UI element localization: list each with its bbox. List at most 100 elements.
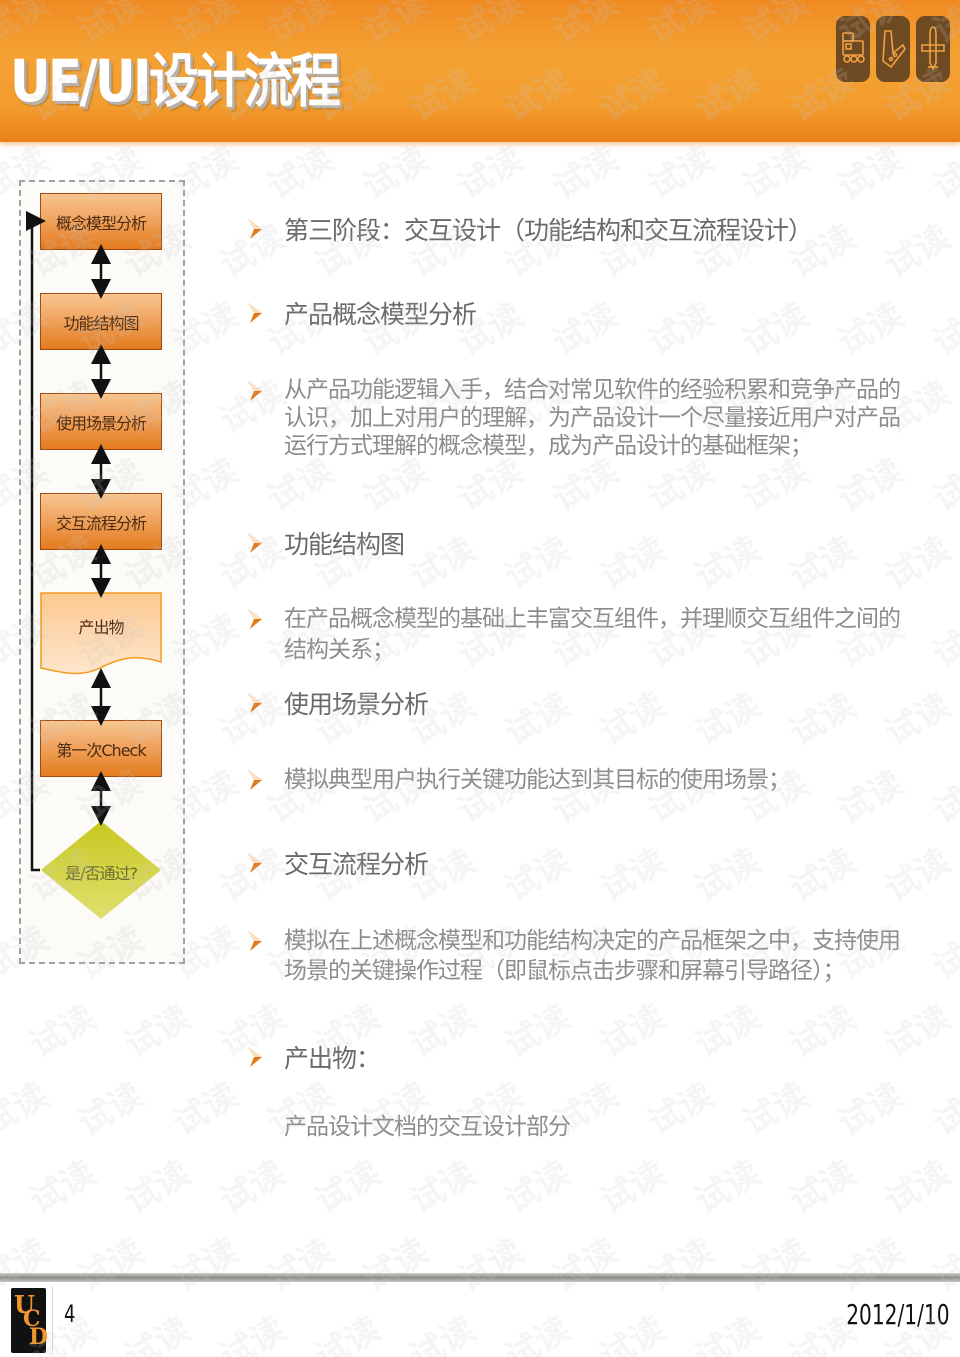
watermark-text: 试读 bbox=[403, 1153, 483, 1222]
airplane-icon bbox=[916, 16, 950, 82]
watermark-text: 试读 bbox=[308, 1153, 388, 1222]
watermark-text: 试读 bbox=[451, 1231, 531, 1300]
header-icon-group bbox=[836, 16, 950, 82]
watermark-text: 试读 bbox=[736, 139, 816, 208]
document-shape bbox=[40, 592, 162, 675]
flow-node-first-check: 第一次Check bbox=[40, 720, 162, 777]
watermark-text: 试读 bbox=[926, 919, 960, 988]
watermark-text: 试读 bbox=[261, 139, 341, 208]
arrow-bullet-icon bbox=[246, 531, 266, 557]
section-heading: 功能结构图 bbox=[284, 530, 405, 559]
watermark-text: 试读 bbox=[546, 1231, 626, 1300]
arrow-bullet-icon bbox=[246, 217, 266, 243]
watermark-text: 试读 bbox=[783, 1153, 863, 1222]
arrow-bullet-icon bbox=[246, 768, 266, 794]
watermark-text: 试读 bbox=[213, 1309, 293, 1357]
watermark-text: 试读 bbox=[641, 1075, 721, 1144]
watermark-text: 试读 bbox=[831, 139, 911, 208]
watermark-text: 试读 bbox=[0, 1075, 56, 1144]
watermark-text: 试读 bbox=[71, 1075, 151, 1144]
list-item: 使用场景分析 bbox=[246, 688, 906, 722]
arrow-bullet-icon bbox=[246, 301, 266, 327]
watermark-text: 试读 bbox=[831, 1231, 911, 1300]
watermark-text: 试读 bbox=[641, 139, 721, 208]
list-item: 第三阶段：交互设计（功能结构和交互流程设计） bbox=[246, 214, 906, 248]
list-item: 模拟在上述概念模型和功能结构决定的产品框架之中，支持使用场景的关键操作过程（即鼠… bbox=[246, 926, 906, 986]
footer-divider bbox=[0, 1273, 960, 1282]
slide-date: 2012/1/10 bbox=[846, 1298, 950, 1331]
arrow-bullet-icon bbox=[246, 851, 266, 877]
section-body: 从产品功能逻辑入手，结合对常见软件的经验积累和竞争产品的认识，加上对用户的理解，… bbox=[284, 377, 901, 459]
diamond-shape bbox=[41, 821, 161, 919]
list-item: 产出物： bbox=[246, 1042, 906, 1076]
section-body: 模拟典型用户执行关键功能达到其目标的使用场景； bbox=[284, 767, 791, 793]
stage-heading: 第三阶段：交互设计（功能结构和交互流程设计） bbox=[284, 216, 813, 245]
page-number: 4 bbox=[64, 1300, 76, 1328]
watermark-text: 试读 bbox=[736, 1075, 816, 1144]
watermark-text: 试读 bbox=[926, 295, 960, 364]
watermark-text: 试读 bbox=[118, 1153, 198, 1222]
watermark-text: 试读 bbox=[23, 1153, 103, 1222]
watermark-text: 试读 bbox=[308, 1309, 388, 1357]
flow-node-usage-scenario: 使用场景分析 bbox=[40, 393, 162, 450]
watermark-text: 试读 bbox=[213, 1153, 293, 1222]
watermark-text: 试读 bbox=[926, 139, 960, 208]
watermark-text: 试读 bbox=[688, 1309, 768, 1357]
watermark-text: 试读 bbox=[593, 1309, 673, 1357]
watermark-text: 试读 bbox=[356, 139, 436, 208]
watermark-text: 试读 bbox=[688, 1153, 768, 1222]
section-body: 在产品概念模型的基础上丰富交互组件，并理顺交互组件之间的结构关系； bbox=[284, 606, 901, 663]
arrow-bullet-icon bbox=[246, 1045, 266, 1071]
header-band: UE/UI设计流程 bbox=[0, 0, 960, 142]
section-heading: 使用场景分析 bbox=[284, 690, 429, 719]
watermark-text: 试读 bbox=[451, 139, 531, 208]
watermark-text: 试读 bbox=[166, 1075, 246, 1144]
arrow-bullet-icon bbox=[246, 607, 266, 633]
section-heading: 交互流程分析 bbox=[284, 850, 429, 879]
flow-node-deliverable: 产出物 bbox=[40, 592, 162, 678]
section-heading: 产品概念模型分析 bbox=[284, 300, 477, 329]
watermark-text: 试读 bbox=[926, 451, 960, 520]
watermark-text: 试读 bbox=[118, 997, 198, 1066]
section-heading: 产出物： bbox=[284, 1044, 381, 1073]
watermark-text: 试读 bbox=[926, 1075, 960, 1144]
watermark-text: 试读 bbox=[593, 1153, 673, 1222]
watermark-text: 试读 bbox=[498, 1309, 578, 1357]
watermark-text: 试读 bbox=[831, 1075, 911, 1144]
section-body: 模拟在上述概念模型和功能结构决定的产品框架之中，支持使用场景的关键操作过程（即鼠… bbox=[284, 928, 901, 984]
watermark-text: 试读 bbox=[878, 1153, 958, 1222]
watermark-text: 试读 bbox=[641, 1231, 721, 1300]
list-item: 交互流程分析 bbox=[246, 848, 906, 882]
deliverable-label: 产出物 bbox=[78, 618, 124, 637]
watermark-text: 试读 bbox=[71, 1231, 151, 1300]
watermark-text: 试读 bbox=[23, 997, 103, 1066]
watermark-text: 试读 bbox=[166, 1231, 246, 1300]
watermark-text: 试读 bbox=[118, 1309, 198, 1357]
decision-label: 是/否通过? bbox=[65, 864, 138, 883]
watermark-text: 试读 bbox=[546, 139, 626, 208]
boomerang-icon bbox=[876, 16, 910, 82]
watermark-text: 试读 bbox=[356, 1231, 436, 1300]
watermark-text: 试读 bbox=[926, 1231, 960, 1300]
flow-node-interaction-flow: 交互流程分析 bbox=[40, 493, 162, 550]
watermark-text: 试读 bbox=[498, 1153, 578, 1222]
flow-node-function-structure: 功能结构图 bbox=[40, 293, 162, 350]
list-item: 产品概念模型分析 bbox=[246, 298, 906, 332]
arrow-bullet-icon bbox=[246, 929, 266, 955]
page-title: UE/UI设计流程 bbox=[10, 47, 341, 115]
flow-node-pass-decision: 是/否通过? bbox=[40, 820, 162, 920]
list-item: 模拟典型用户执行关键功能达到其目标的使用场景； bbox=[246, 765, 906, 796]
list-item: 功能结构图 bbox=[246, 528, 906, 562]
arrow-bullet-icon bbox=[246, 691, 266, 717]
watermark-text: 试读 bbox=[926, 607, 960, 676]
list-item: 在产品概念模型的基础上丰富交互组件，并理顺交互组件之间的结构关系； bbox=[246, 604, 906, 666]
list-item: 从产品功能逻辑入手，结合对常见软件的经验积累和竞争产品的认识，加上对用户的理解，… bbox=[246, 376, 906, 460]
footer-separator bbox=[52, 1286, 53, 1354]
watermark-text: 试读 bbox=[403, 1309, 483, 1357]
watermark-text: 试读 bbox=[261, 1231, 341, 1300]
flow-node-concept-model: 概念模型分析 bbox=[40, 193, 162, 250]
arrow-bullet-icon bbox=[246, 379, 266, 405]
deliverable-text: 产品设计文档的交互设计部分 bbox=[284, 1114, 571, 1140]
ucd-logo: U C D bbox=[11, 1288, 48, 1353]
watermark-text: 试读 bbox=[736, 1231, 816, 1300]
